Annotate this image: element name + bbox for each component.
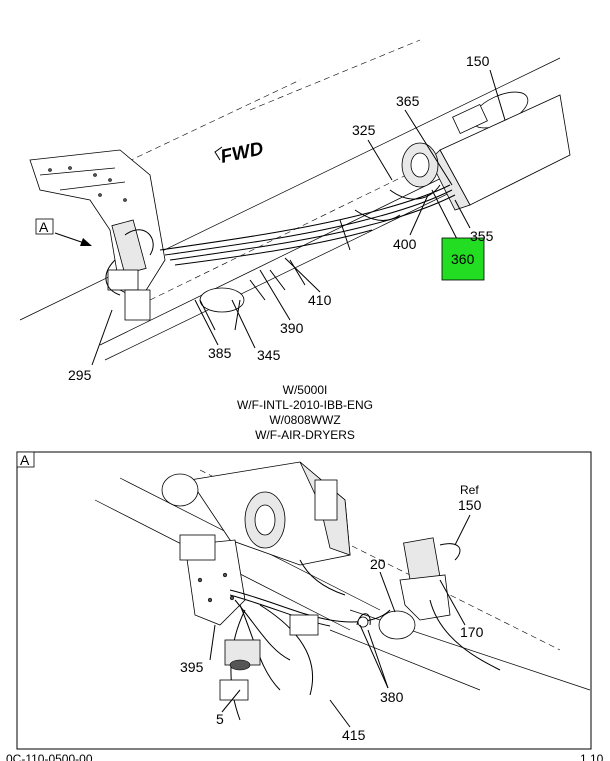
highlight-box-360[interactable]	[441, 237, 485, 281]
detail-frame	[16, 451, 592, 750]
detail-mount-plate	[179, 534, 246, 626]
footer-drawing-number: 0C-110-0500-00	[6, 752, 93, 761]
callout-detail-150: 150	[458, 497, 482, 513]
note-line-2: W/F-INTL-2010-IBB-ENG	[237, 398, 373, 412]
detail-wiring-harness	[229, 559, 391, 721]
callout-395: 395	[180, 659, 204, 675]
detail-leader-lines	[209, 514, 471, 728]
callout-150: 150	[466, 53, 490, 69]
fwd-arrow-icon	[214, 146, 223, 161]
detail-clip-380	[356, 610, 416, 640]
callout-ref: Ref	[460, 483, 479, 497]
detail-label: A	[20, 452, 30, 468]
detail-label-box	[16, 451, 35, 468]
air-tank-assembly	[401, 91, 571, 211]
callout-5: 5	[216, 711, 224, 727]
detail-view-a: A	[16, 451, 592, 750]
note-line-1: W/5000I	[283, 383, 328, 397]
callout-410: 410	[308, 292, 332, 308]
applicability-notes: W/5000I W/F-INTL-2010-IBB-ENG W/0808WWZ …	[237, 383, 373, 442]
main-view: FWD	[19, 39, 571, 383]
fwd-label: FWD	[219, 138, 266, 168]
view-ref-label: A	[39, 219, 49, 235]
footer-page: 1.10	[580, 752, 604, 761]
wiring-harness	[159, 184, 456, 266]
callout-325: 325	[352, 122, 376, 138]
detail-valve-cluster	[219, 614, 319, 701]
callout-295: 295	[68, 367, 92, 383]
note-line-4: W/F-AIR-DRYERS	[255, 428, 355, 442]
pointer-arrowhead	[80, 238, 92, 246]
callout-345: 345	[257, 347, 281, 363]
lower-frame-parts	[199, 219, 351, 331]
detail-valve-assembly-right	[399, 537, 501, 671]
callout-365: 365	[396, 93, 420, 109]
callout-385: 385	[208, 345, 232, 361]
callout-380: 380	[380, 689, 404, 705]
callout-355: 355	[470, 228, 494, 244]
leader-lines	[91, 69, 506, 366]
callout-400: 400	[393, 236, 417, 252]
note-line-3: W/0808WWZ	[269, 413, 340, 427]
view-ref-box	[35, 218, 54, 235]
callout-20: 20	[370, 556, 386, 572]
callout-360: 360	[451, 251, 475, 267]
callout-170: 170	[460, 624, 484, 640]
valve-assembly-left	[105, 219, 154, 321]
callout-390: 390	[280, 320, 304, 336]
detail-tank-assembly	[161, 461, 351, 566]
callout-415: 415	[342, 727, 366, 743]
